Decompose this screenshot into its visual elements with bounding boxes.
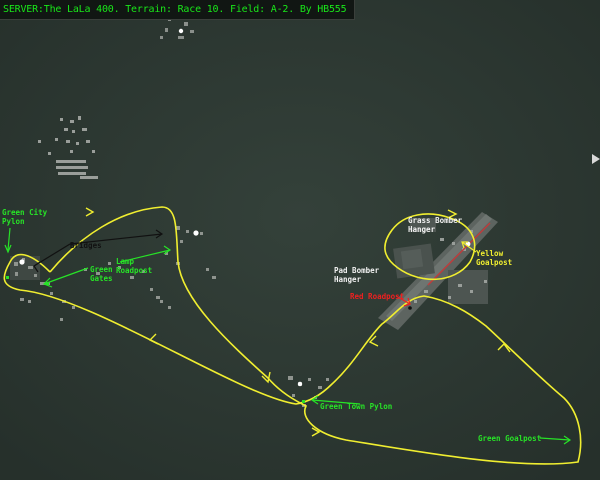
- server-info-text: SERVER:The LaLa 400. Terrain: Race 10. F…: [3, 4, 347, 15]
- label-pointers: [4, 227, 572, 445]
- mouse-pointer-icon: [592, 154, 600, 164]
- chevron-arrow-icon: [311, 427, 321, 437]
- label-green-city-pylon: Green City Pylon: [2, 208, 48, 226]
- marker-dots: [6, 276, 305, 403]
- chevron-arrow-icon: [85, 207, 95, 217]
- label-green-gates: Green Gates: [90, 265, 113, 283]
- chevron-arrow-icon: [497, 342, 511, 353]
- chevron-arrow-icon: [447, 209, 458, 219]
- label-lamp-roadpost: Lamp Roadpost: [116, 257, 153, 275]
- label-pad-bomber-hanger: Pad Bomber Hanger: [334, 266, 380, 284]
- label-green-town-pylon: Green Town Pylon: [320, 402, 393, 411]
- label-green-goalpost: Green Goalpost: [478, 434, 542, 443]
- label-red-roadpost: Red Roadpost: [350, 292, 405, 301]
- label-bridges: Bridges: [70, 241, 102, 250]
- label-yellow-goalpost: Yellow Goalpost: [476, 249, 513, 267]
- bridges-connector: [33, 229, 164, 273]
- label-grass-bomber-hanger: Grass Bomber Hanger: [408, 216, 463, 234]
- chevron-arrow-icon: [368, 335, 379, 347]
- settlement-northwest: [38, 116, 98, 179]
- server-info-bar: SERVER:The LaLa 400. Terrain: Race 10. F…: [0, 0, 355, 20]
- chevron-arrow-icon: [261, 371, 271, 384]
- race-route: [3, 206, 582, 465]
- route-arrows: [85, 207, 511, 437]
- chevron-arrow-icon: [148, 333, 159, 345]
